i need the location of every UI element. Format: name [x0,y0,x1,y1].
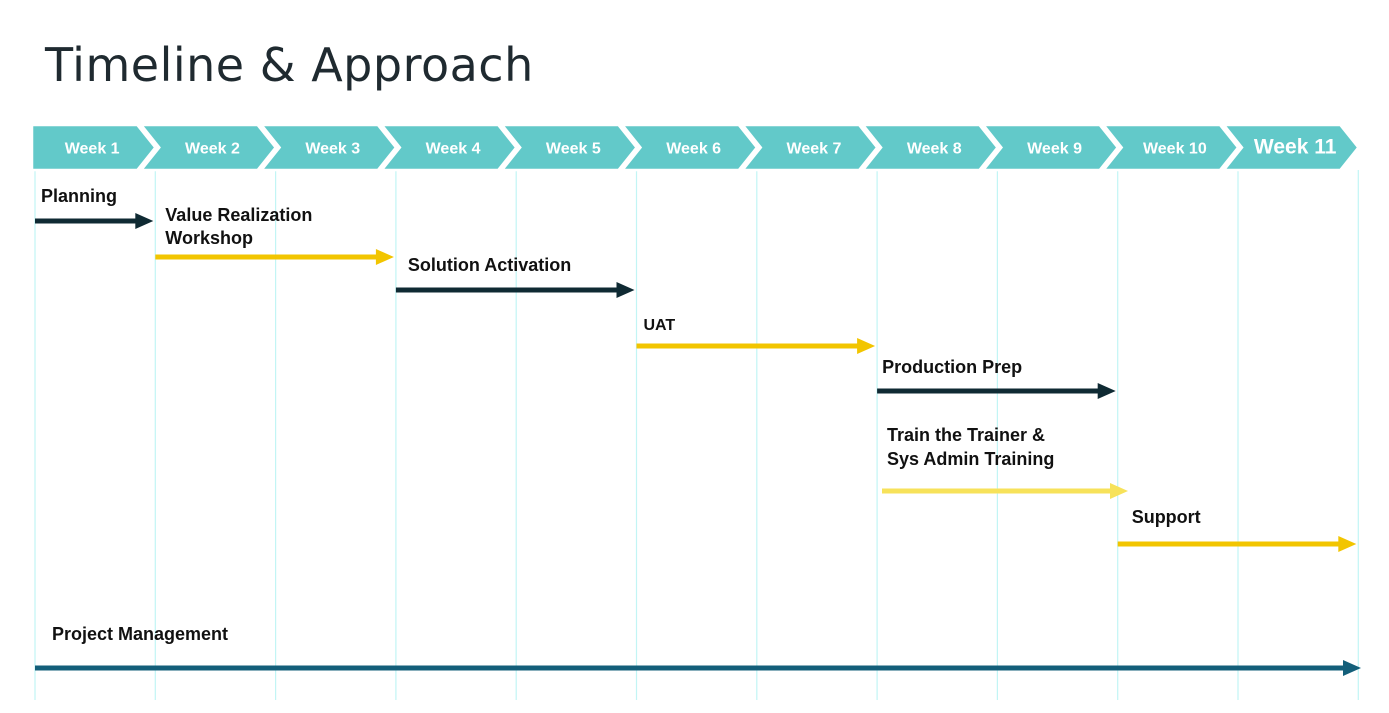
task-label: UAT [644,317,676,334]
task-label: Value Realization [165,205,312,225]
week-chevron-11 [1221,123,1360,172]
week-chevron-1 [30,123,157,172]
week-label-7: Week 7 [787,141,842,158]
task-3: Solution Activation [395,255,635,298]
task-5: Production Prep [877,357,1116,399]
task-arrow-head [616,282,635,298]
task-arrow-head [1110,483,1128,499]
task-label: Planning [41,186,117,206]
task-arrow-head [857,338,876,354]
task-8: Project Management [35,624,1361,676]
task-label: Solution Activation [408,255,571,275]
page-title: Timeline & Approach [45,38,534,92]
week-chevron-7 [740,123,879,172]
week-label-3: Week 3 [305,141,360,158]
task-6: Train the Trainer & Sys Admin Training [882,425,1128,499]
week-label-1: Week 1 [65,141,120,158]
week-label-5: Week 5 [546,141,601,158]
week-chevron-6 [619,123,759,172]
task-7: Support [1117,507,1357,552]
task-arrow-head [375,249,394,265]
task-label: Project Management [52,624,228,644]
week-gridlines [34,170,1359,700]
week-chevron-4 [379,123,518,172]
week-label-4: Week 4 [426,141,481,158]
task-label: Sys Admin Training [887,449,1054,469]
task-label: Production Prep [882,357,1022,377]
week-label-10: Week 10 [1143,141,1207,158]
task-arrow-head [1338,536,1357,552]
task-label: Support [1132,507,1201,527]
task-arrow-head [1097,383,1116,399]
week-chevron-10 [1101,123,1240,172]
week-header: Week 1 Week 2 Week 3 Week 4 Week 5 Week 6 Week… [30,123,1360,172]
task-label: Train the Trainer & [887,425,1045,445]
week-label-8: Week 8 [907,141,962,158]
week-chevron-3 [258,123,398,172]
week-chevron-2 [138,123,278,172]
week-chevron-5 [499,123,639,172]
week-label-9: Week 9 [1027,141,1082,158]
task-1: Planning [35,186,154,229]
week-label-11: Week 11 [1254,136,1337,159]
task-4: UAT [636,317,876,354]
week-chevron-9 [980,123,1120,172]
week-label-2: Week 2 [185,141,240,158]
week-label-6: Week 6 [666,141,721,158]
task-arrow-head [135,213,154,229]
task-label: Workshop [165,228,253,248]
week-chevron-8 [860,123,1000,172]
task-arrow-head [1343,660,1361,676]
